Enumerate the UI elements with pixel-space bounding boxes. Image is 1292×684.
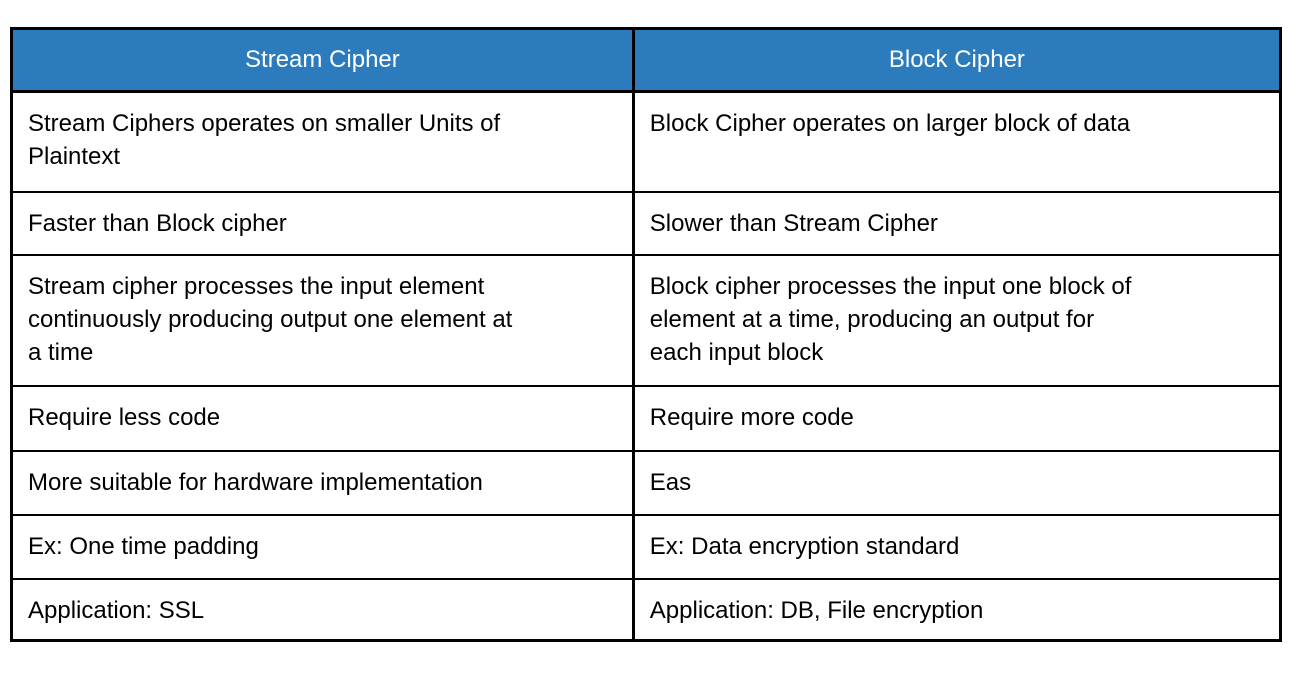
cipher-comparison-table: Stream Cipher Block Cipher Stream Cipher… xyxy=(10,27,1283,642)
table-cell-block: Ex: Data encryption standard xyxy=(631,513,1283,580)
table-cell-stream: Stream cipher processes the input elemen… xyxy=(10,253,635,387)
table-cell-stream: Faster than Block cipher xyxy=(10,190,635,256)
header-block-cipher: Block Cipher xyxy=(631,27,1283,93)
table-cell-stream: More suitable for hardware implementatio… xyxy=(10,449,635,516)
table-cell-block: Block cipher processes the input one blo… xyxy=(631,253,1283,387)
table-row: Require less code Require more code xyxy=(10,384,1283,452)
table-cell-stream: Require less code xyxy=(10,384,635,452)
table-cell-block: Require more code xyxy=(631,384,1283,452)
table-cell-stream: Ex: One time padding xyxy=(10,513,635,580)
table-row: Application: SSL Application: DB, File e… xyxy=(10,577,1283,642)
table-row: Stream cipher processes the input elemen… xyxy=(10,253,1283,387)
table-row: Stream Ciphers operates on smaller Units… xyxy=(10,90,1283,193)
table-header-row: Stream Cipher Block Cipher xyxy=(10,27,1283,93)
comparison-table-container: Stream Cipher Block Cipher Stream Cipher… xyxy=(10,27,1283,642)
table-cell-block: Block Cipher operates on larger block of… xyxy=(631,90,1283,193)
table-cell-block: Slower than Stream Cipher xyxy=(631,190,1283,256)
table-row: Faster than Block cipher Slower than Str… xyxy=(10,190,1283,256)
table-row: More suitable for hardware implementatio… xyxy=(10,449,1283,516)
table-cell-stream: Application: SSL xyxy=(10,577,635,642)
table-row: Ex: One time padding Ex: Data encryption… xyxy=(10,513,1283,580)
table-cell-block: Eas xyxy=(631,449,1283,516)
table-cell-stream: Stream Ciphers operates on smaller Units… xyxy=(10,90,635,193)
table-cell-block: Application: DB, File encryption xyxy=(631,577,1283,642)
header-stream-cipher: Stream Cipher xyxy=(10,27,635,93)
